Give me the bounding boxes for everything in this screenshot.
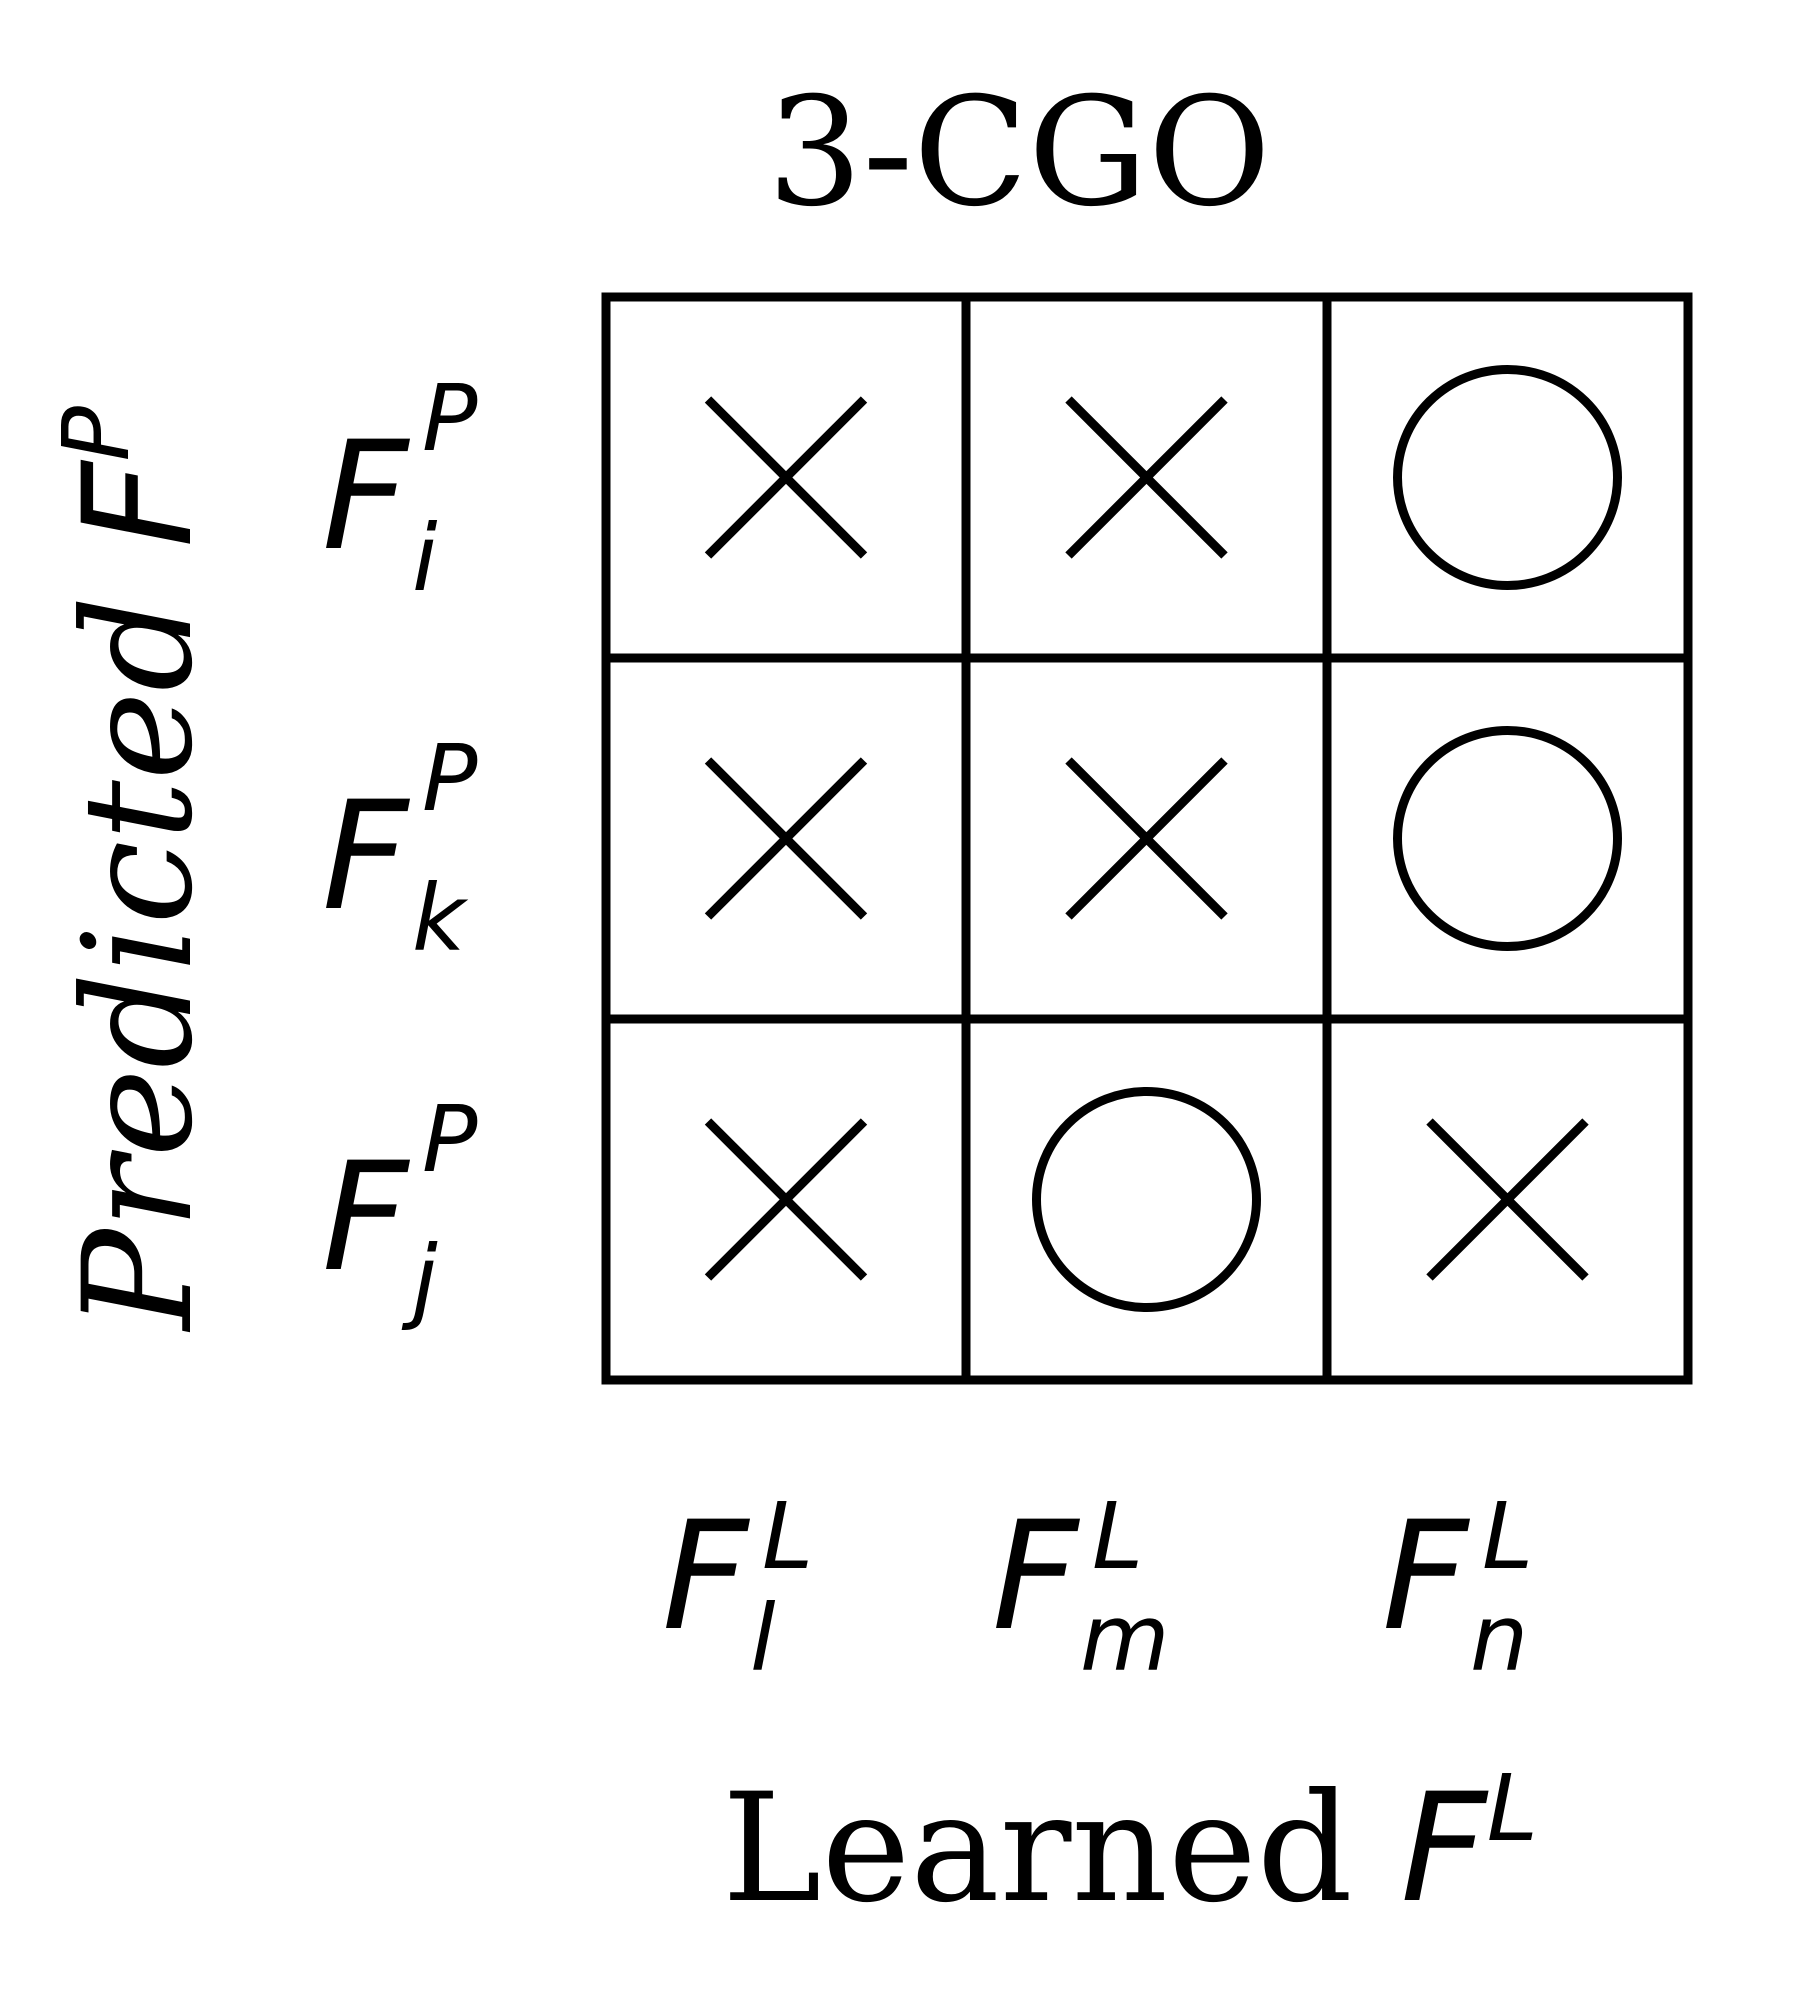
y-axis-label-symbol: F bbox=[52, 459, 226, 548]
row-label-subscript: k bbox=[412, 865, 469, 972]
x-axis-label-symbol: F bbox=[1401, 1762, 1490, 1936]
cross-mark bbox=[704, 757, 868, 920]
row-labels: F P i F P k F P j bbox=[322, 365, 478, 1333]
column-labels: F L l F L m F L n bbox=[662, 1483, 1533, 1692]
x-axis-label-text: Learned bbox=[722, 1762, 1401, 1936]
matrix-cell bbox=[1322, 1014, 1693, 1385]
circle-mark bbox=[1393, 726, 1622, 951]
row-label-symbol: F bbox=[322, 770, 411, 944]
column-label-superscript: L bbox=[1092, 1483, 1143, 1590]
column-label: F L m bbox=[992, 1483, 1170, 1692]
circle-mark bbox=[1032, 1087, 1261, 1312]
row-label-superscript: P bbox=[422, 725, 478, 832]
diagram-title: 3-CGO bbox=[767, 66, 1271, 240]
x-axis-label-superscript: L bbox=[1487, 1755, 1538, 1862]
matrix-cell bbox=[1322, 653, 1693, 1024]
column-label-symbol: F bbox=[1382, 1490, 1471, 1664]
column-label: F L l bbox=[662, 1483, 813, 1692]
cross-mark bbox=[704, 1118, 868, 1281]
row-label: F P k bbox=[322, 725, 478, 972]
y-axis-label-text: Predicted bbox=[52, 548, 226, 1333]
y-axis-label-superscript: P bbox=[43, 406, 150, 462]
cross-mark bbox=[1426, 1118, 1589, 1281]
row-label-symbol: F bbox=[322, 1131, 411, 1305]
row-label: F P i bbox=[322, 365, 478, 612]
column-label-superscript: L bbox=[762, 1483, 813, 1590]
column-label-subscript: n bbox=[1470, 1585, 1528, 1692]
column-label-subscript: l bbox=[750, 1585, 776, 1692]
row-label-superscript: P bbox=[422, 365, 478, 472]
matrix-cell bbox=[961, 1014, 1332, 1385]
row-label-symbol: F bbox=[322, 410, 411, 584]
cross-mark bbox=[704, 396, 868, 559]
row-label: F P j bbox=[322, 1086, 478, 1333]
column-label: F L n bbox=[1382, 1483, 1533, 1692]
circle-mark bbox=[1393, 365, 1622, 590]
y-axis-label: Predicted FP bbox=[43, 406, 226, 1333]
row-label-subscript: i bbox=[412, 505, 438, 612]
column-label-superscript: L bbox=[1482, 1483, 1533, 1590]
matrix-cell bbox=[1322, 292, 1693, 663]
column-label-subscript: m bbox=[1080, 1585, 1170, 1692]
x-axis-label: Learned FL bbox=[722, 1755, 1538, 1936]
cross-mark bbox=[1065, 757, 1228, 920]
column-label-symbol: F bbox=[662, 1490, 751, 1664]
column-label-symbol: F bbox=[992, 1490, 1081, 1664]
matrix-grid bbox=[601, 292, 1693, 1385]
row-label-superscript: P bbox=[422, 1086, 478, 1193]
cross-mark bbox=[1065, 396, 1228, 559]
